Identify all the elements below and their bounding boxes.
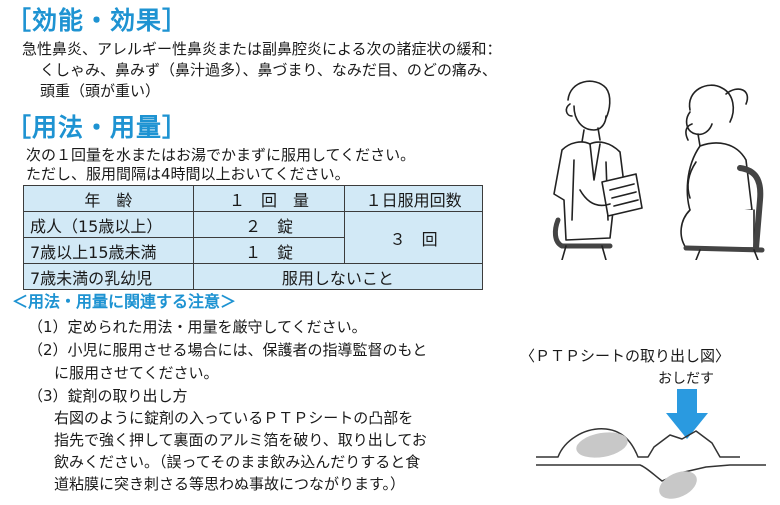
efficacy-line: 頭重（頭が重い） (40, 82, 161, 100)
tablet-icon (576, 432, 628, 458)
table-cell-dose: ２ 錠 (192, 211, 346, 238)
caution-line: 道粘膜に突き刺さる等思わぬ事故につながります。） (54, 475, 406, 493)
table-header-times: １日服用回数 (344, 185, 483, 212)
table-cell-age: 7歳以上15歳未満 (23, 237, 194, 264)
push-arrow-icon (666, 389, 708, 439)
table-cell-times: ３ 回 (344, 211, 483, 264)
caution-line: （3）錠剤の取り出し方 (28, 387, 188, 405)
tablet-icon (659, 471, 697, 499)
table-row: 7歳以上15歳未満 １ 錠 (23, 237, 483, 264)
table-cell-dose: １ 錠 (192, 237, 346, 264)
ptp-diagram-title: 〈ＰＴＰシートの取り出し図〉 (520, 347, 731, 365)
table-header-age: 年 齢 (23, 185, 194, 212)
caution-line: に服用させてください。 (54, 364, 219, 382)
usage-heading: ［用法・用量］ (6, 113, 189, 142)
push-label: おしだす (658, 371, 714, 387)
efficacy-line: くしゃみ、鼻みず（鼻汁過多）、鼻づまり、なみだ目、のどの痛み、 (40, 61, 497, 79)
usage-line: ただし、服用間隔は4時間以上おいてください。 (26, 165, 350, 183)
consultation-illustration (552, 80, 765, 260)
dosage-table: 年 齢 １ 回 量 １日服用回数 成人（15歳以上） ２ 錠 ３ 回 7歳以上1… (23, 185, 484, 290)
efficacy-line: 急性鼻炎、アレルギー性鼻炎または副鼻腔炎による次の諸症状の緩和： (22, 40, 502, 58)
caution-line: 飲みください。（誤ってそのまま飲み込んだりすると食 (54, 453, 421, 471)
table-row: 成人（15歳以上） ２ 錠 ３ 回 (23, 211, 483, 264)
caution-line: （1）定められた用法・用量を厳守してください。 (28, 318, 367, 336)
cautions-heading: ＜用法・用量に関連する注意＞ (12, 292, 237, 311)
table-header-row: 年 齢 １ 回 量 １日服用回数 (23, 185, 483, 212)
table-cell-age: 7歳未満の乳幼児 (23, 263, 194, 290)
caution-line: 指先で強く押して裏面のアルミ箔を破り、取り出してお (54, 431, 427, 449)
caution-line: 右図のように錠剤の入っているＰＴＰシートの凸部を (54, 409, 414, 427)
table-cell-note: 服用しないこと (192, 263, 484, 290)
ptp-diagram (536, 389, 766, 499)
efficacy-heading: ［効能・効果］ (6, 6, 189, 35)
table-row: 7歳未満の乳幼児 服用しないこと (23, 263, 484, 290)
table-cell-age: 成人（15歳以上） (23, 211, 194, 238)
table-header-dose: １ 回 量 (192, 185, 346, 212)
caution-line: （2）小児に服用させる場合には、保護者の指導監督のもと (28, 341, 428, 359)
usage-line: 次の１回量を水またはお湯でかまずに服用してください。 (26, 146, 416, 164)
